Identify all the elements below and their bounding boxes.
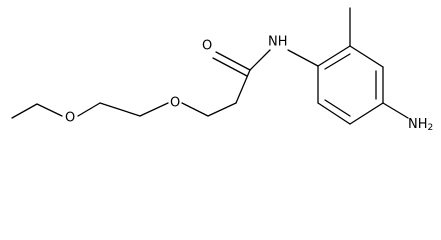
ring-bond-2	[349, 45, 384, 68]
bond-o2-c5	[181, 102, 209, 117]
bond-ch3-ch2	[11, 103, 38, 119]
bond-c7-n	[249, 49, 271, 71]
ring-bond-5	[317, 102, 351, 125]
bond-carbonyl-b	[212, 57, 248, 77]
amine-subscript: 2	[428, 123, 434, 133]
ether-oxygen-1-label: O	[65, 111, 75, 126]
ring-bond-5-inner	[324, 99, 351, 117]
bond-amine	[382, 102, 409, 119]
bond-c6-c7	[235, 69, 251, 104]
ether-oxygen-2-label: O	[170, 96, 180, 111]
bond-carbonyl-a	[215, 51, 251, 71]
amide-nh-label: NH	[268, 35, 288, 50]
amine-label: NH2	[408, 117, 433, 133]
bond-ch2-o1	[36, 103, 63, 117]
molecule-diagram: O O O NH NH2	[11, 7, 433, 133]
bond-c5-c6	[207, 102, 237, 117]
bond-c3-c4	[99, 102, 141, 117]
carbonyl-oxygen-label: O	[202, 39, 212, 54]
bond-o1-c3	[77, 102, 101, 117]
amine-nh-text: NH	[408, 117, 428, 132]
ring-bond-1	[317, 45, 351, 67]
ring-bond-4	[349, 102, 384, 125]
bond-c4-o2	[139, 102, 169, 117]
ring-bond-1-inner	[324, 53, 351, 70]
structure-svg: O O O NH NH2	[11, 7, 433, 133]
bond-n-ring	[287, 49, 319, 67]
